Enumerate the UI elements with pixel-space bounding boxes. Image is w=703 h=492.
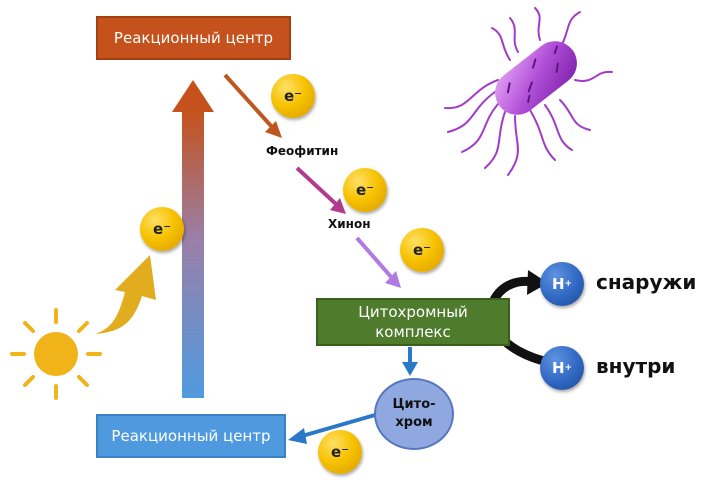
cytochrome-ellipse: Цито-хром	[374, 378, 454, 450]
electron-label: e⁻	[152, 220, 172, 238]
outside-label: снаружи	[596, 270, 697, 294]
proton-inside-icon: H+	[540, 346, 584, 390]
proton-charge: +	[564, 279, 573, 289]
quinone-label: Хинон	[328, 217, 371, 231]
electron-label: e⁻	[330, 443, 350, 461]
sun-icon	[10, 308, 102, 400]
electron-icon: e⁻	[271, 74, 315, 118]
electron-icon: e⁻	[318, 430, 362, 474]
electron-label: e⁻	[412, 241, 432, 259]
cytochrome-complex-box: Цитохромный комплекс	[316, 298, 510, 346]
reaction-center-bottom-label: Реакционный центр	[111, 427, 271, 445]
cytochrome-label: Цито-хром	[392, 397, 436, 430]
bacterium-icon	[444, 7, 613, 176]
cytochrome-complex-label: Цитохромный комплекс	[358, 303, 468, 341]
arrow-cytochrome-to-rc	[288, 413, 376, 444]
electron-label: e⁻	[355, 181, 375, 199]
reaction-center-top-box: Реакционный центр	[96, 16, 291, 60]
proton-symbol: H	[551, 359, 565, 377]
reaction-center-bottom-box: Реакционный центр	[96, 414, 286, 458]
proton-symbol: H	[551, 275, 565, 293]
light-arrow	[95, 255, 156, 334]
excitation-arrow	[172, 80, 214, 398]
proton-charge: +	[564, 363, 573, 373]
electron-label: e⁻	[283, 87, 303, 105]
arrow-pheophytin-to-quinone	[295, 166, 346, 214]
proton-outside-icon: H+	[540, 262, 584, 306]
arrow-complex-to-cytochrome	[402, 347, 418, 376]
arrow-quinone-to-complex	[355, 236, 401, 288]
pheophytin-label: Феофитин	[266, 144, 339, 158]
reaction-center-top-label: Реакционный центр	[113, 29, 274, 47]
arrow-rc-to-pheophytin	[223, 73, 282, 138]
electron-icon: e⁻	[343, 168, 387, 212]
inside-label: внутри	[596, 354, 676, 378]
electron-icon: e⁻	[400, 228, 444, 272]
electron-icon: e⁻	[140, 207, 184, 251]
